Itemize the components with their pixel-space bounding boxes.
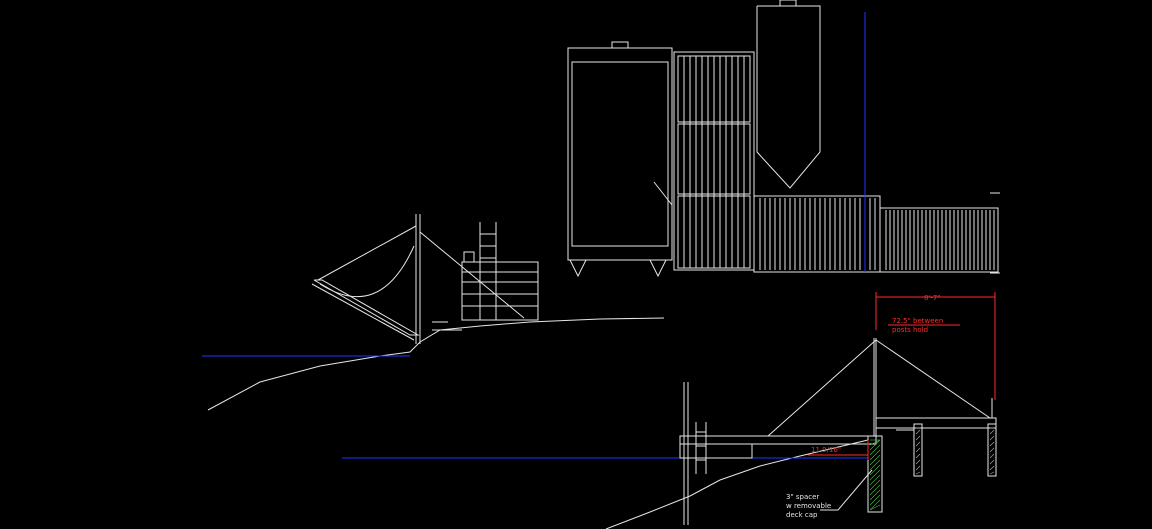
dock-walkway-plan [753,192,1000,274]
right-section [342,338,997,529]
plan-view [567,0,1000,278]
spacer-post [867,435,883,513]
left-elevation [202,214,665,411]
shoreline-right [605,439,869,529]
shed-plan [567,41,673,278]
spacer-note-line3: deck cap [786,511,818,519]
dimensions [808,292,996,460]
posts-note-line1: 72.5" between [892,317,943,325]
overall-span-dimension: 8'-7" [924,294,941,302]
posts-note-line2: posts hold [892,326,928,334]
shoreline-left [207,317,665,411]
spacer-height-dimension: 11 9/16" [811,446,841,454]
spacer-note-line1: 3" spacer [786,493,819,501]
grated-deck-plan [673,51,755,271]
spacer-note-line2: w removable [786,502,831,510]
hopper-plan [756,0,821,189]
